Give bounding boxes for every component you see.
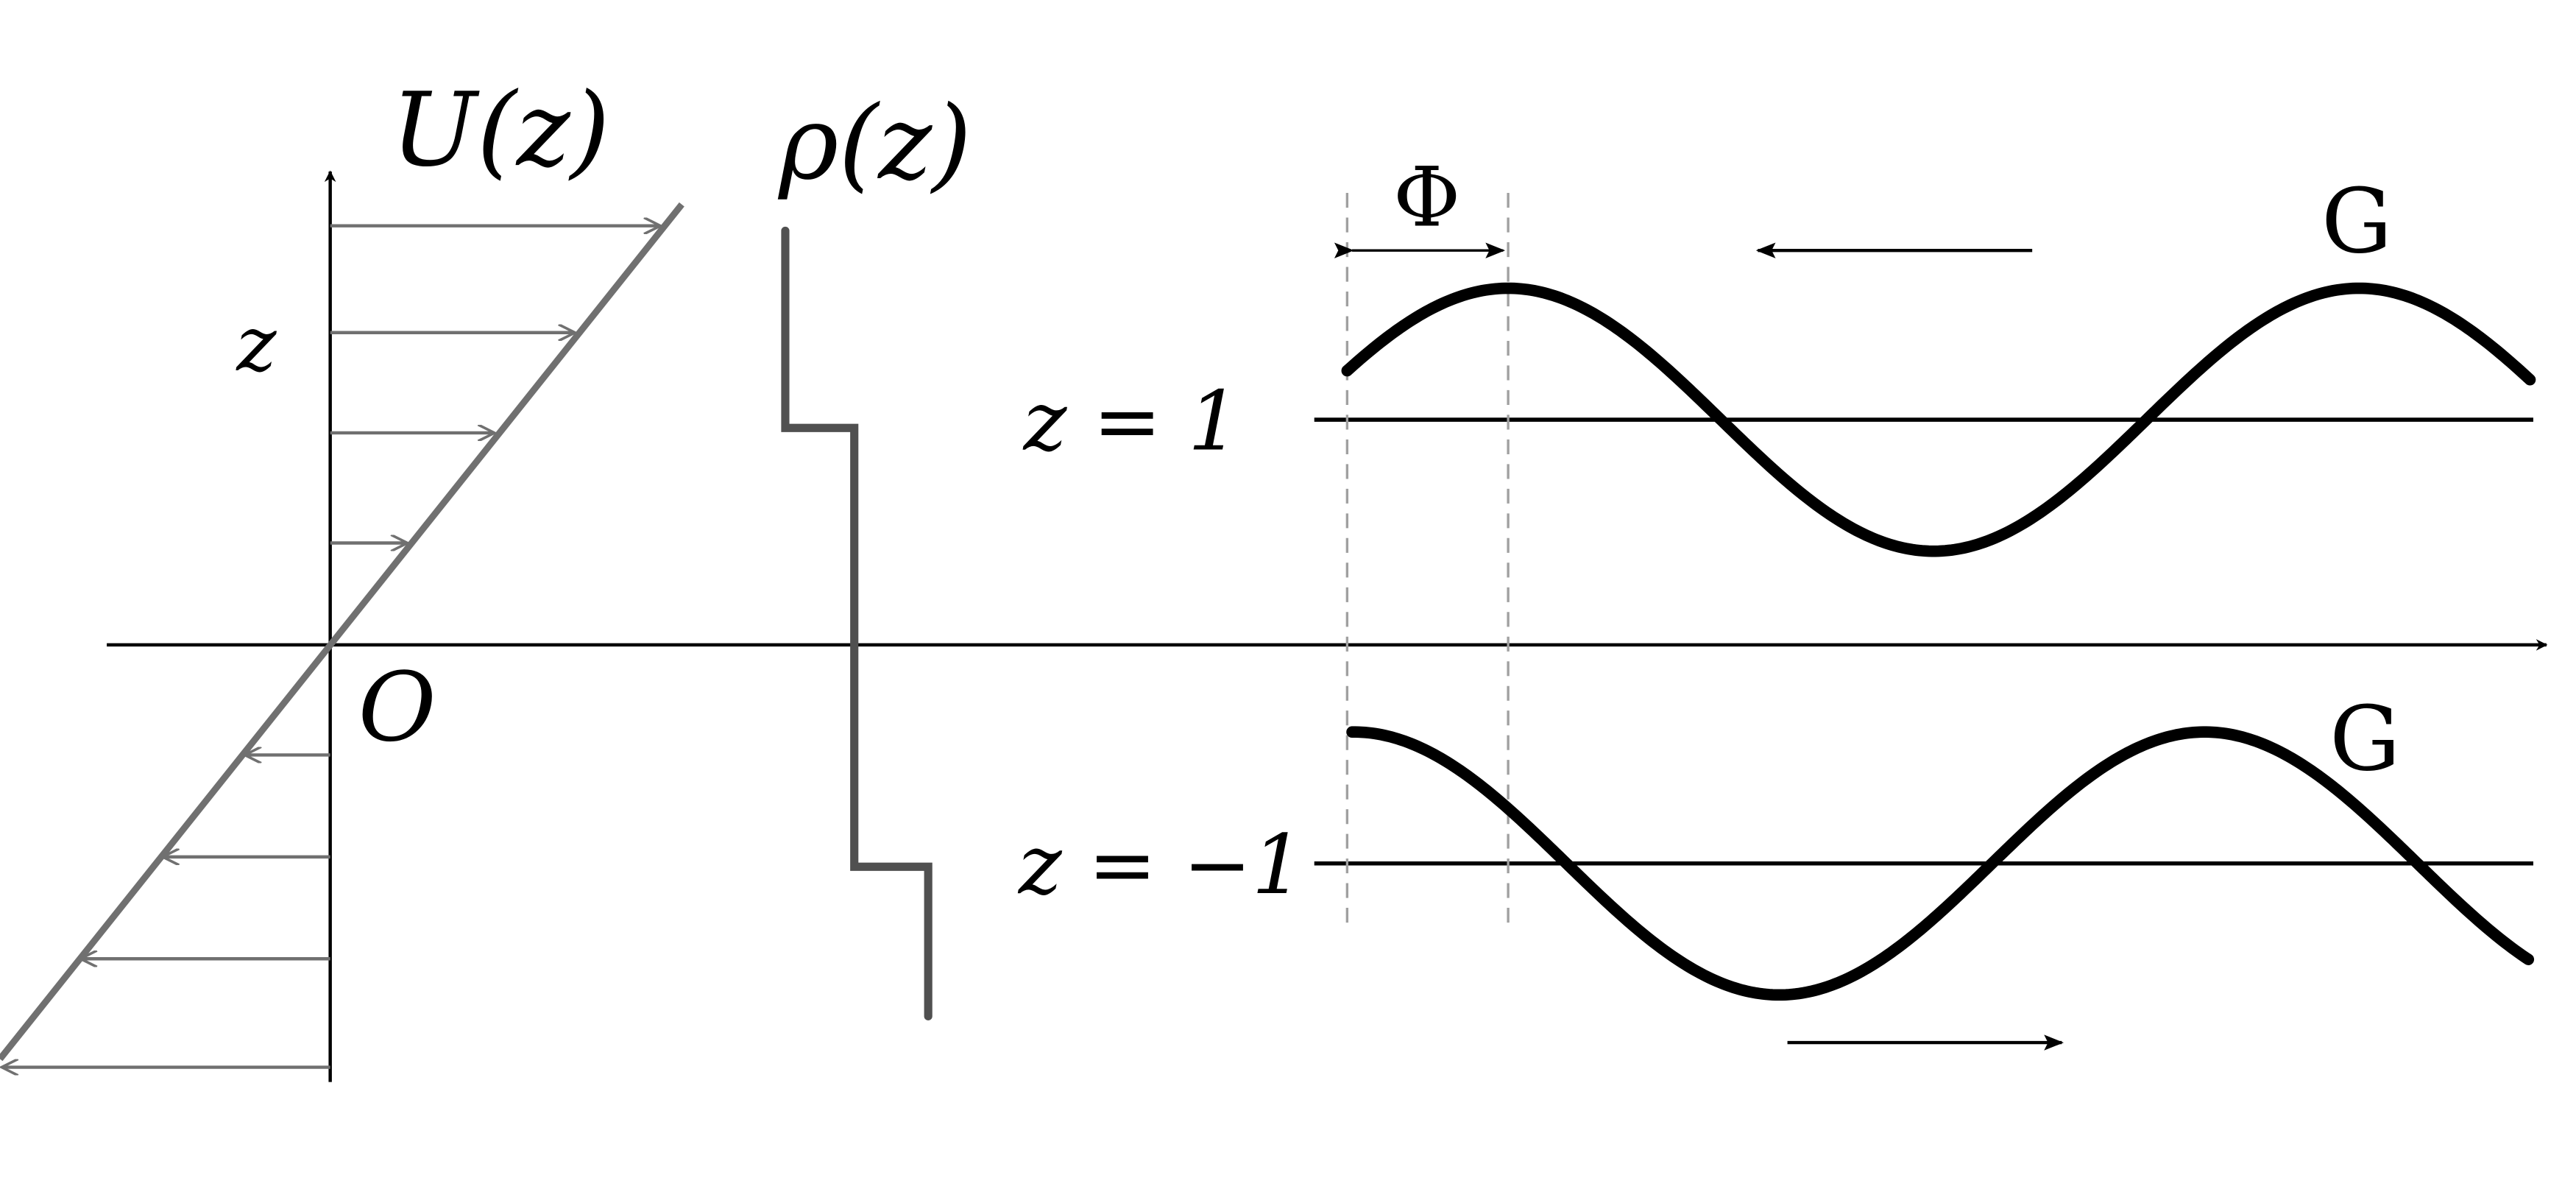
upper-wave-label: G xyxy=(2321,170,2392,273)
lower-wave xyxy=(1346,726,2535,1001)
upper-wave xyxy=(1341,282,2536,557)
z-axis-label: z xyxy=(236,301,277,389)
phase-shift-label: Φ xyxy=(1393,150,1461,246)
lower-interface-label: z = −1 xyxy=(1017,817,1304,913)
velocity-profile-label: U(z) xyxy=(391,71,610,189)
velocity-arrows-upper xyxy=(330,226,659,543)
density-profile-line xyxy=(781,226,933,1020)
upper-interface-label: z = 1 xyxy=(1022,373,1240,469)
lower-wave-label: G xyxy=(2329,688,2400,791)
density-profile-label: ρ(z) xyxy=(777,84,972,202)
origin-label: O xyxy=(358,652,436,763)
velocity-arrows-lower xyxy=(3,755,330,1067)
velocity-profile-line xyxy=(0,202,684,1062)
